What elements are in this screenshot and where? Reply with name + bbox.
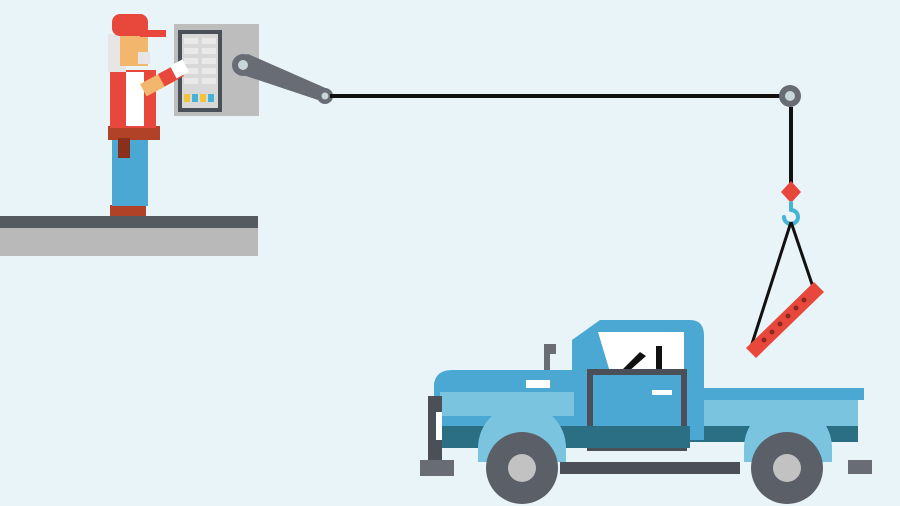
steel-beam-icon [746,282,824,358]
crane-cable [330,85,801,184]
breaker-switches [184,38,216,102]
lever-arm-icon [232,54,333,104]
ledge-platform [0,216,258,256]
crane-hook-icon [748,181,816,351]
front-wheel-icon [486,432,558,504]
electrician-worker-icon [108,14,189,216]
pickup-truck-icon [420,320,872,504]
rear-wheel-icon [751,432,823,504]
